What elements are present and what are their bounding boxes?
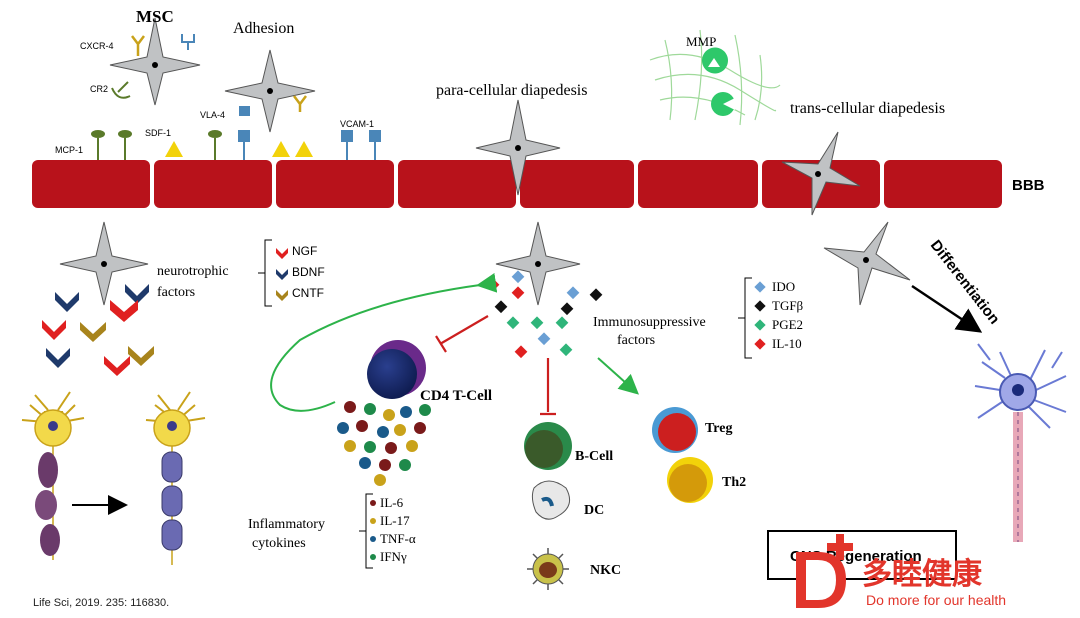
immuno-label-2: factors bbox=[617, 333, 655, 348]
inhibit-bcell bbox=[540, 358, 556, 416]
brand-chinese: 多睦健康 bbox=[862, 557, 983, 591]
differentiation-arrow bbox=[911, 284, 983, 333]
msc-title: MSC bbox=[136, 7, 174, 26]
bcell-label: B-Cell bbox=[575, 449, 613, 464]
cr2-receptor bbox=[111, 81, 131, 99]
neuro-legend-label: BDNF bbox=[292, 265, 325, 279]
treg-label: Treg bbox=[705, 421, 732, 436]
immuno-label-1: Immunosuppressive bbox=[593, 315, 706, 330]
immuno-legend-marker bbox=[754, 281, 766, 293]
treg-cell bbox=[658, 413, 696, 451]
differentiation-label: Differentiation bbox=[927, 237, 1003, 328]
small-receptor bbox=[181, 34, 195, 50]
msc-cell-differentiation bbox=[823, 221, 911, 306]
cytokine-legend-label: IL-6 bbox=[380, 495, 404, 510]
immuno-legend-label: TGFβ bbox=[772, 298, 804, 313]
msc-cell-adhesion bbox=[224, 49, 316, 133]
vla4-receptor bbox=[239, 106, 250, 116]
msc-cell-immuno bbox=[495, 221, 581, 306]
bbb-label: BBB bbox=[1012, 177, 1045, 194]
cxcr4-label: CXCR-4 bbox=[80, 41, 114, 51]
neurotrophic-legend: NGF BDNF CNTF bbox=[276, 244, 325, 301]
th2-label: Th2 bbox=[722, 475, 746, 490]
immuno-legend-label: IL-10 bbox=[772, 336, 802, 351]
bcell bbox=[525, 430, 563, 468]
neurotrophic-chevrons bbox=[42, 284, 154, 376]
nkc-label: NKC bbox=[590, 563, 621, 578]
neuro-legend-label: NGF bbox=[292, 244, 317, 258]
para-label: para-cellular diapedesis bbox=[436, 82, 587, 99]
vla4-label: VLA-4 bbox=[200, 110, 225, 120]
msc-cell-trans bbox=[781, 131, 861, 216]
arrow-to-treg bbox=[597, 357, 639, 395]
inflam-label-2: cytokines bbox=[252, 536, 306, 551]
mcp1-ligands bbox=[91, 130, 222, 160]
neuro-legend-label: CNTF bbox=[292, 286, 324, 300]
cd4-label: CD4 T-Cell bbox=[420, 388, 492, 404]
neurotrophic-label-2: factors bbox=[157, 285, 195, 300]
neuro-legend-marker bbox=[276, 290, 288, 301]
citation: Life Sci, 2019. 235: 116830. bbox=[33, 597, 169, 609]
cytokine-legend-marker bbox=[370, 554, 376, 560]
immuno-legend-label: IDO bbox=[772, 279, 795, 294]
cytokine-legend-label: TNF-α bbox=[380, 531, 416, 546]
trans-label: trans-cellular diapedesis bbox=[790, 100, 945, 117]
immuno-legend-marker bbox=[754, 300, 766, 312]
inhibit-cd4 bbox=[435, 315, 489, 353]
neuro-legend-marker bbox=[276, 248, 288, 259]
immuno-bracket bbox=[738, 277, 752, 359]
neuro-legend-marker bbox=[276, 269, 288, 280]
mmp-label: MMP bbox=[686, 34, 716, 49]
immunosuppressive-factors bbox=[486, 270, 603, 359]
cytokine-legend-label: IFNγ bbox=[380, 549, 407, 564]
cxcr4-receptor bbox=[131, 35, 145, 56]
mmp-matrix bbox=[649, 29, 781, 126]
immuno-legend-marker bbox=[754, 319, 766, 331]
cytokine-legend-marker bbox=[370, 518, 376, 524]
msc-cell-top bbox=[109, 17, 201, 106]
feedback-arrow bbox=[270, 272, 498, 412]
vcam1-label: VCAM-1 bbox=[340, 119, 374, 129]
cr2-label: CR2 bbox=[90, 84, 108, 94]
sdf1-ligands bbox=[165, 141, 313, 157]
adhesion-receptor bbox=[293, 95, 307, 112]
brand-tagline-part1: Do mo bbox=[866, 592, 907, 608]
new-neuron bbox=[974, 343, 1067, 542]
brand-tagline-part2: re for our health bbox=[907, 592, 1006, 608]
adhesion-title: Adhesion bbox=[233, 20, 294, 37]
immuno-legend-marker bbox=[754, 338, 766, 350]
vcam1-ligands bbox=[238, 130, 381, 160]
msc-cell-neurotrophic bbox=[59, 221, 149, 306]
neurotrophic-bracket bbox=[258, 239, 272, 307]
msc-cell-para bbox=[475, 99, 561, 196]
brand-logo: 多睦健康 Do more for our health bbox=[796, 534, 1006, 608]
cytokine-dots bbox=[337, 401, 431, 486]
brand-tagline: Do more for our health bbox=[866, 592, 1006, 608]
dc-label: DC bbox=[584, 503, 604, 518]
inflam-label-1: Inflammatory bbox=[248, 517, 325, 532]
cytokine-legend-marker bbox=[370, 500, 376, 506]
cytokine-legend-label: IL-17 bbox=[380, 513, 410, 528]
mcp1-label: MCP-1 bbox=[55, 145, 83, 155]
immuno-legend-label: PGE2 bbox=[772, 317, 803, 332]
cd4-tcell bbox=[367, 349, 417, 399]
nkc-cell bbox=[527, 548, 569, 590]
cytokine-legend-marker bbox=[370, 536, 376, 542]
neurotrophic-label-1: neurotrophic bbox=[157, 264, 229, 279]
damaged-neuron bbox=[21, 391, 85, 560]
cytokine-bracket bbox=[359, 493, 373, 569]
repaired-neuron bbox=[145, 391, 206, 565]
th2-cell bbox=[669, 464, 707, 502]
sdf1-label: SDF-1 bbox=[145, 128, 171, 138]
